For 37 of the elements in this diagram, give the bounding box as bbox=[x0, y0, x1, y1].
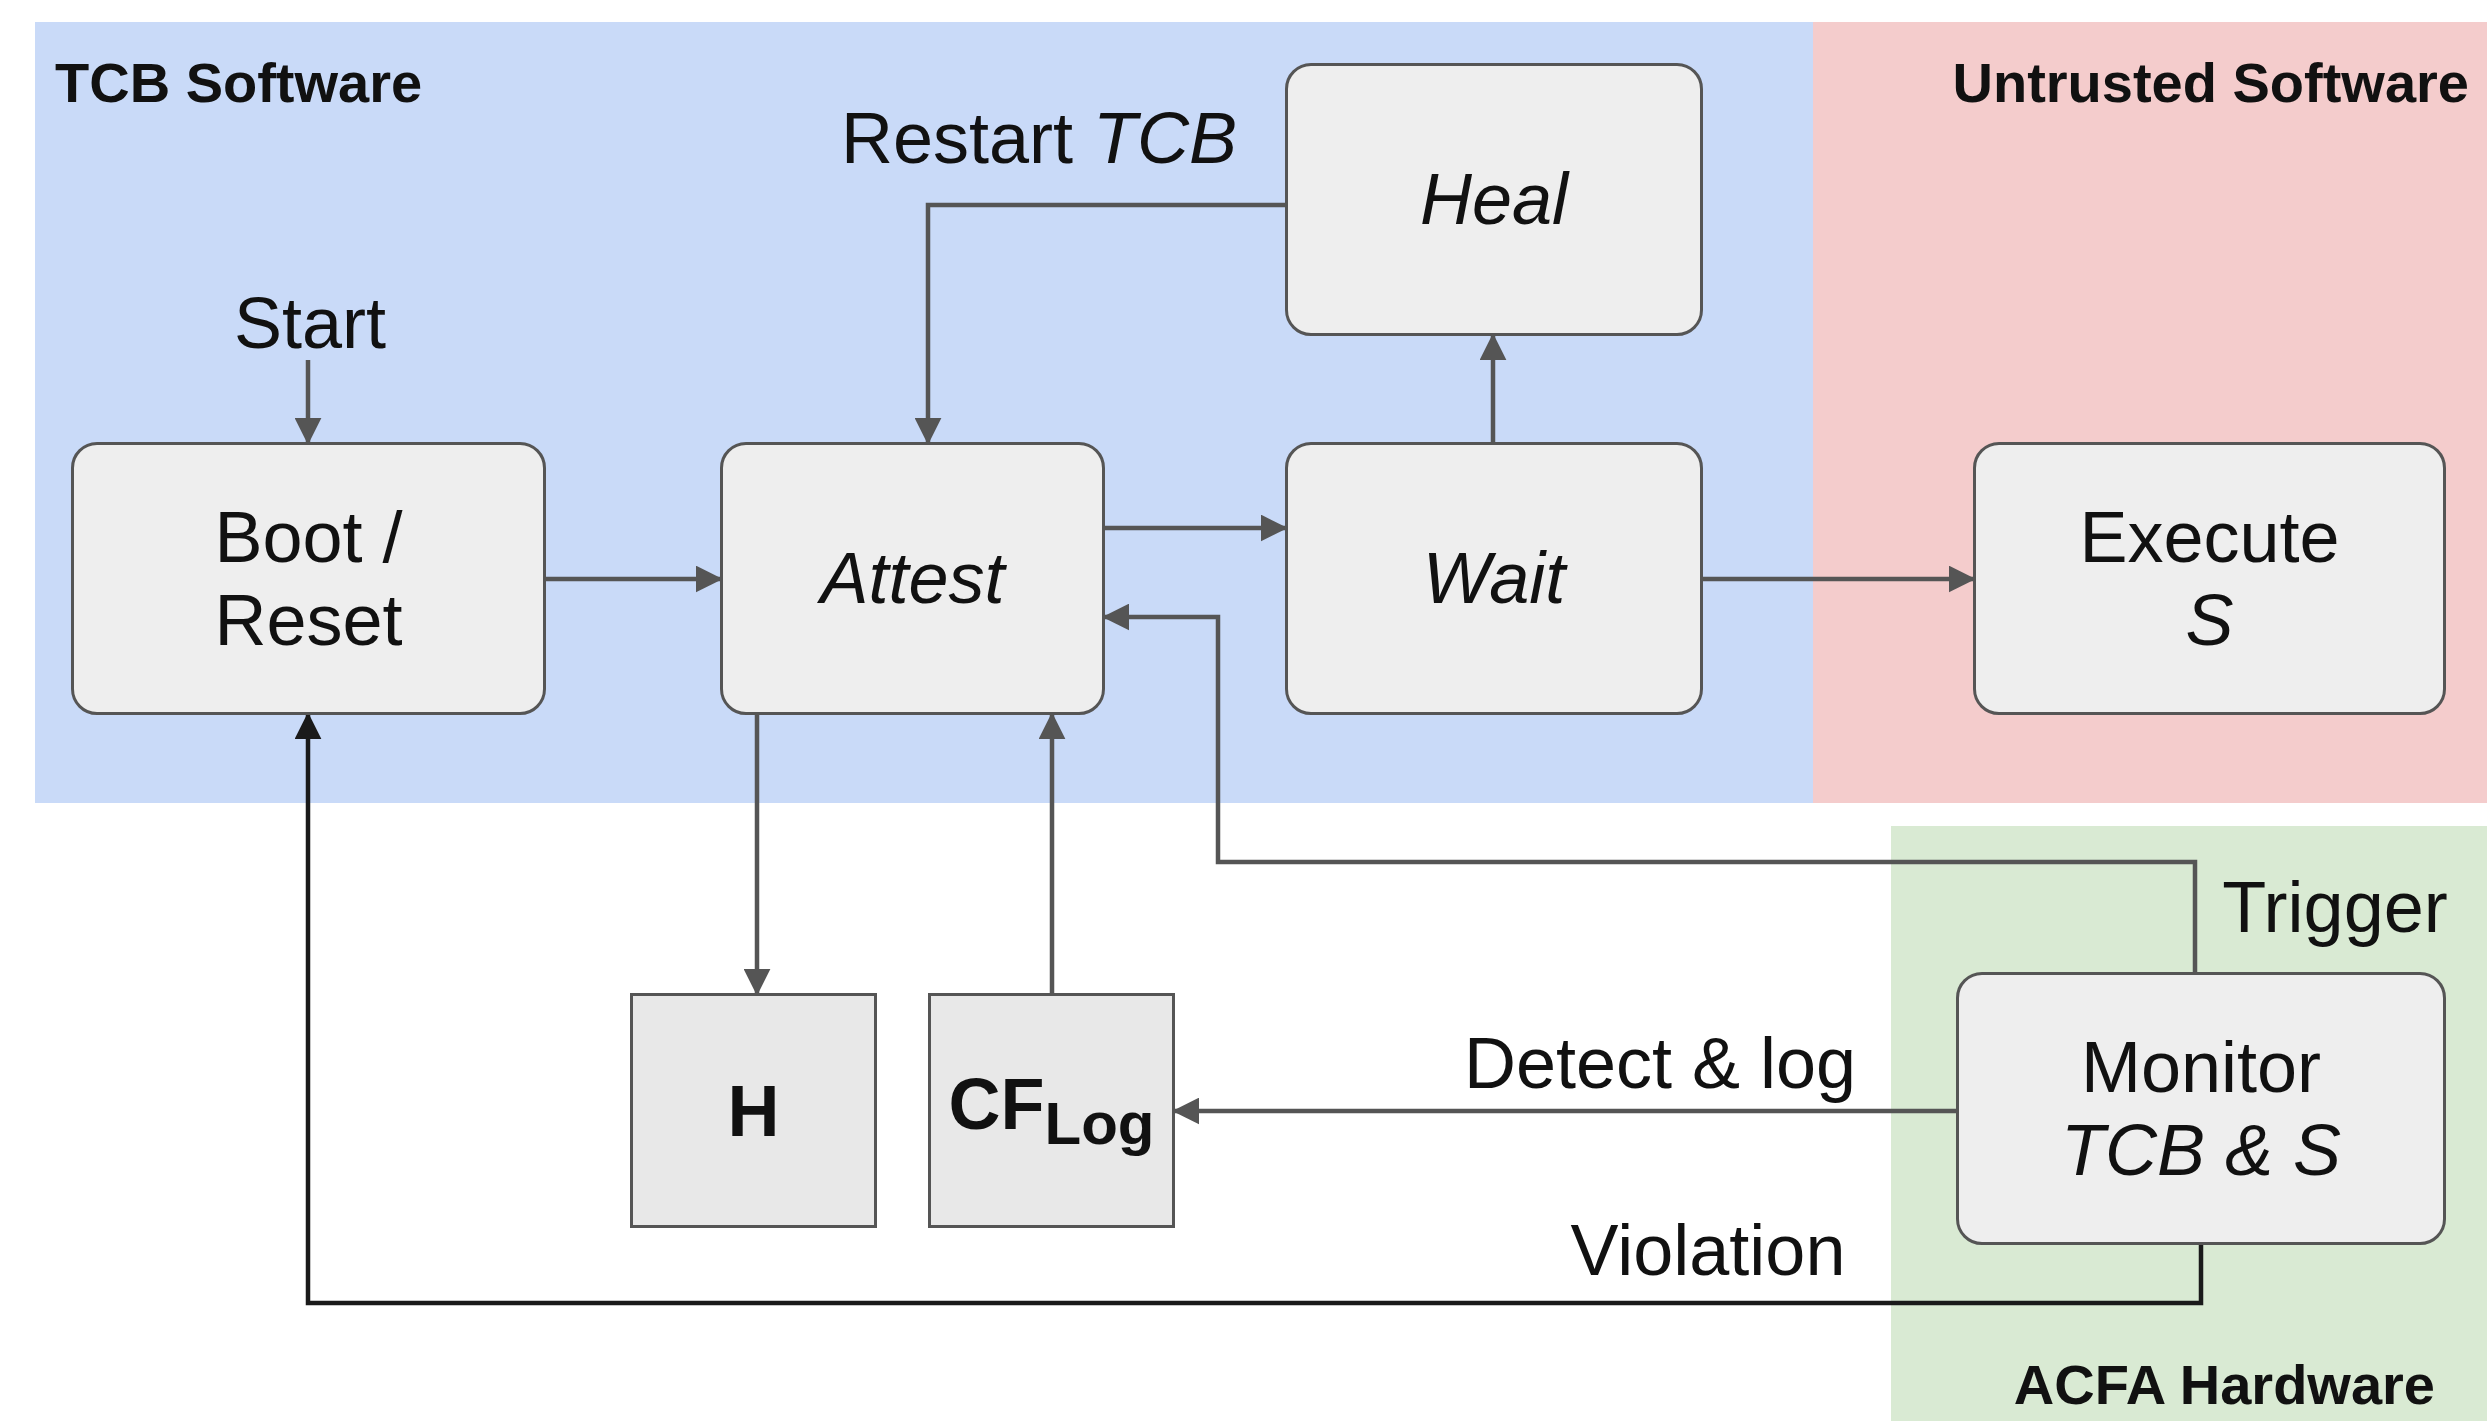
edge-label: Trigger bbox=[2222, 866, 2448, 948]
arrow bbox=[1105, 514, 1288, 542]
edge-label: Detect & log bbox=[1463, 1022, 1857, 1104]
process-box bbox=[1973, 442, 2446, 715]
box-label: Boot / Reset bbox=[213, 495, 404, 662]
process-box bbox=[1285, 442, 1703, 715]
zone-panel bbox=[1891, 826, 2487, 1421]
arrow bbox=[546, 565, 723, 593]
box-label: Heal bbox=[1419, 158, 1569, 241]
arrow bbox=[743, 715, 771, 996]
zone-heading: Untrusted Software bbox=[1952, 50, 2469, 115]
process-box bbox=[1956, 972, 2446, 1245]
zone-heading: ACFA Hardware bbox=[2013, 1352, 2435, 1417]
zone-panel bbox=[1813, 22, 2487, 803]
data-store-box bbox=[928, 993, 1175, 1228]
process-box bbox=[1285, 63, 1703, 336]
arrow bbox=[1703, 565, 1976, 593]
box-label: Wait bbox=[1422, 537, 1566, 620]
zone-heading: TCB Software bbox=[55, 50, 423, 115]
arrow bbox=[1479, 333, 1507, 442]
arrow bbox=[1172, 1097, 1956, 1125]
box-label: CF$_{Log}$ bbox=[948, 1062, 1155, 1159]
arrow bbox=[1102, 603, 2198, 972]
box-label: H bbox=[727, 1069, 780, 1152]
arrow bbox=[1038, 712, 1066, 993]
arrow bbox=[294, 712, 2204, 1306]
arrow bbox=[294, 360, 322, 445]
process-box bbox=[720, 442, 1105, 715]
box-label: Monitor TCB & S bbox=[2059, 1025, 2343, 1192]
edge-label: Violation bbox=[1570, 1209, 1846, 1291]
box-label: Execute S bbox=[2078, 495, 2341, 662]
data-store-box bbox=[630, 993, 877, 1228]
start-label: Start bbox=[230, 285, 390, 360]
process-box bbox=[71, 442, 546, 715]
edge-label: Restart TCB bbox=[840, 97, 1238, 179]
zone-panel bbox=[35, 22, 1813, 803]
arrow bbox=[914, 202, 1285, 445]
